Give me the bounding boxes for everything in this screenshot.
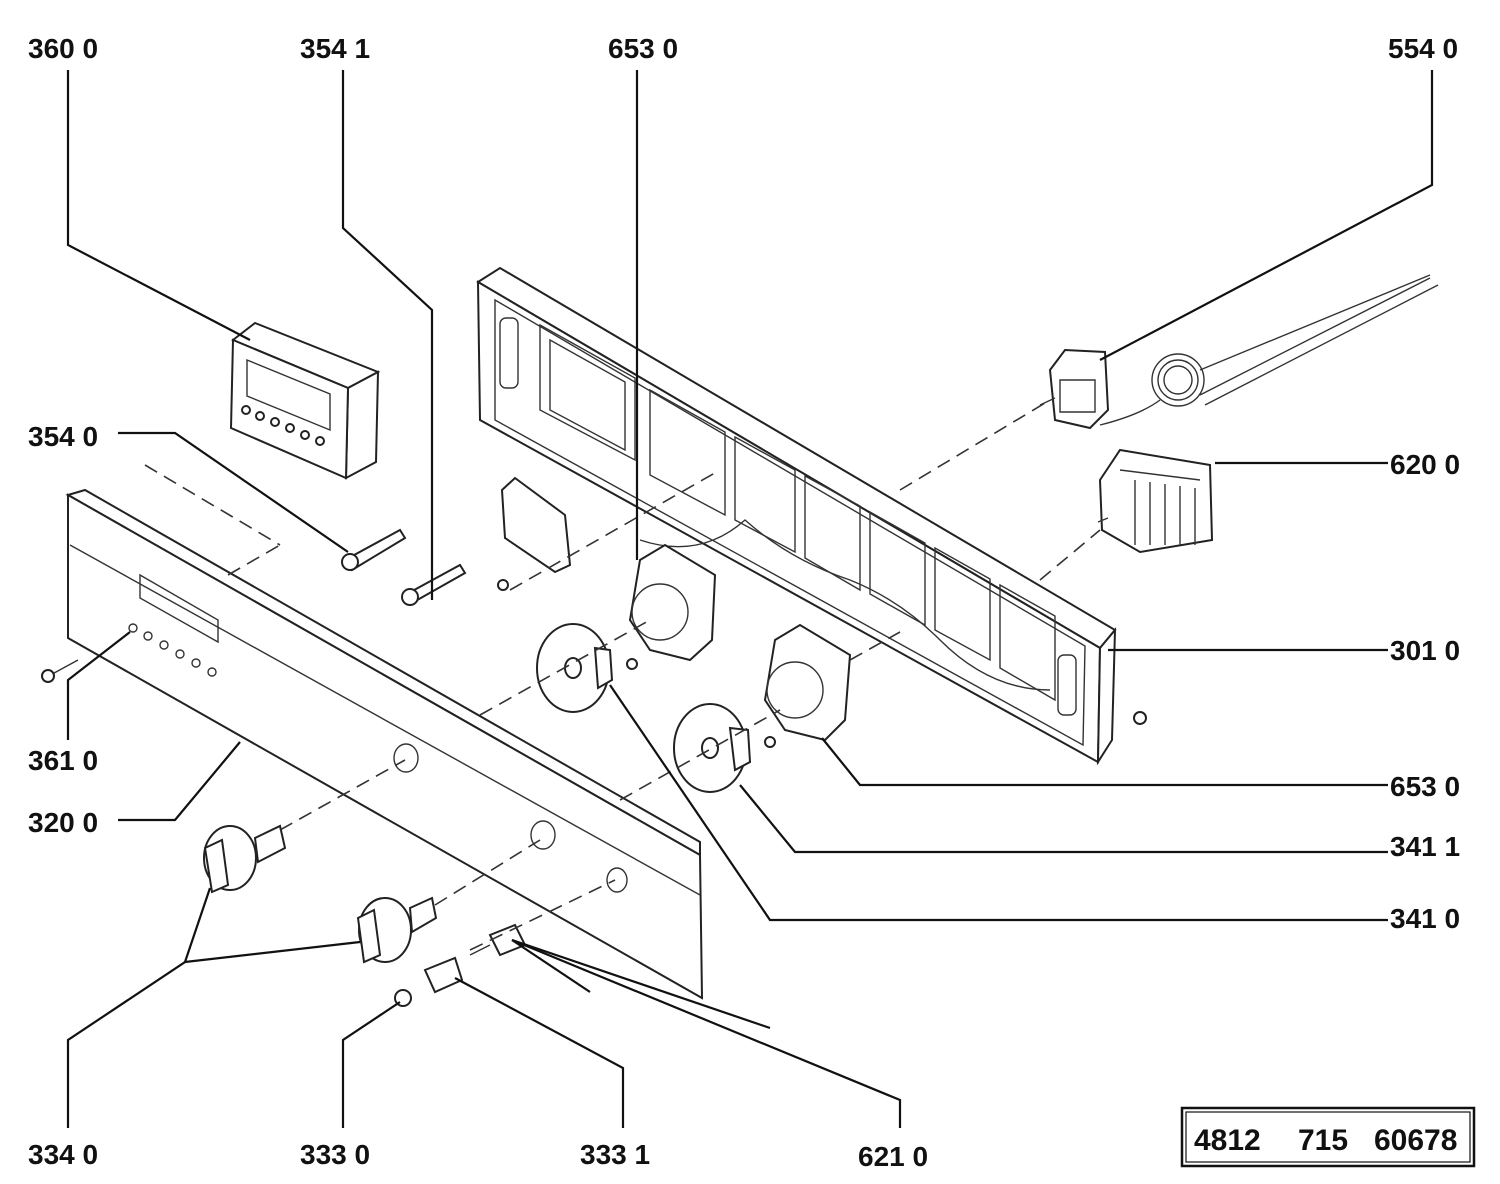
part-disc-341-0	[536, 623, 614, 713]
assembly-axes	[144, 399, 1101, 951]
part-bracket-screws	[341, 476, 572, 606]
part-thermostat	[1039, 274, 1439, 430]
part-small-knob-cap	[394, 923, 527, 1007]
part-disc-341-1	[673, 703, 752, 793]
callout-333-0: 333 0	[300, 1139, 370, 1170]
drawing-code-box: 4812 715 60678	[1180, 1106, 1476, 1168]
callout-333-1: 333 1	[580, 1139, 650, 1170]
callout-334-0: 334 0	[28, 1139, 98, 1170]
callout-653-0-top: 653 0	[608, 33, 678, 64]
part-switch-upper	[628, 543, 717, 662]
callout-301-0: 301 0	[1390, 635, 1460, 666]
part-switch-lower	[763, 623, 852, 742]
callout-621-0: 621 0	[858, 1141, 928, 1172]
callout-354-1: 354 1	[300, 33, 370, 64]
part-selector-switch	[1097, 448, 1214, 554]
callout-653-0-right: 653 0	[1390, 771, 1460, 802]
callout-320-0: 320 0	[28, 807, 98, 838]
drawing-code-part2: 715	[1298, 1124, 1348, 1157]
callout-341-0: 341 0	[1390, 903, 1460, 934]
part-knob-lower	[356, 896, 438, 964]
callout-361-0: 361 0	[28, 745, 98, 776]
callout-554-0: 554 0	[1388, 33, 1458, 64]
callout-341-1: 341 1	[1390, 831, 1460, 862]
drawing-code-part3: 60678	[1374, 1124, 1457, 1157]
callout-354-0: 354 0	[28, 421, 98, 452]
part-knob-upper	[203, 824, 287, 894]
callout-620-0: 620 0	[1390, 449, 1460, 480]
part-screws-misc	[41, 658, 1147, 748]
callout-360-0: 360 0	[28, 33, 98, 64]
leader-lines	[66, 70, 1434, 1128]
part-front-panel	[65, 488, 704, 1000]
part-timer-module	[229, 321, 381, 480]
drawing-code-part1: 4812	[1194, 1124, 1261, 1157]
